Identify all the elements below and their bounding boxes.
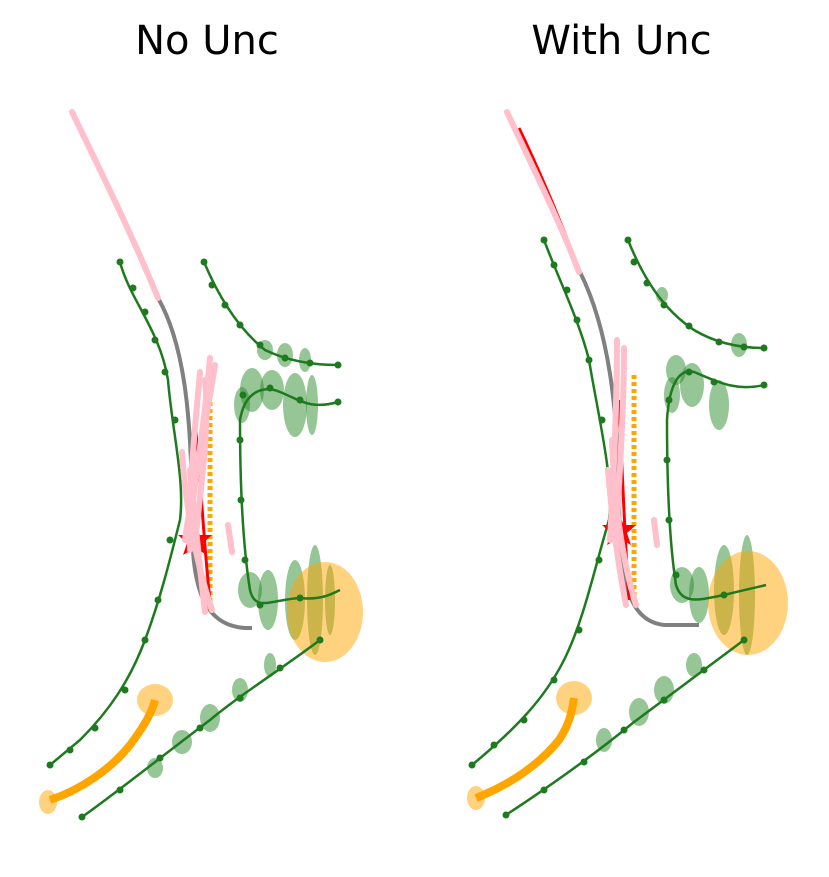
- agent-trajectories: [474, 375, 637, 802]
- panel-with-unc: With Unc: [414, 0, 829, 877]
- scene-no-unc: [39, 109, 363, 821]
- panel-title-with-unc: With Unc: [531, 18, 712, 64]
- lane-dots: [468, 236, 768, 819]
- panel-no-unc: No Unc: [0, 0, 414, 877]
- scene-with-unc: [467, 109, 788, 819]
- lane-dots: [46, 258, 342, 821]
- predicted-trajectories: [69, 109, 235, 615]
- panel-title-no-unc: No Unc: [135, 18, 279, 64]
- agent-trajectories: [48, 395, 213, 804]
- agent-uncertainty: [39, 562, 363, 814]
- predicted-trajectories: [504, 109, 660, 608]
- uncertainty-ellipses: [147, 340, 335, 778]
